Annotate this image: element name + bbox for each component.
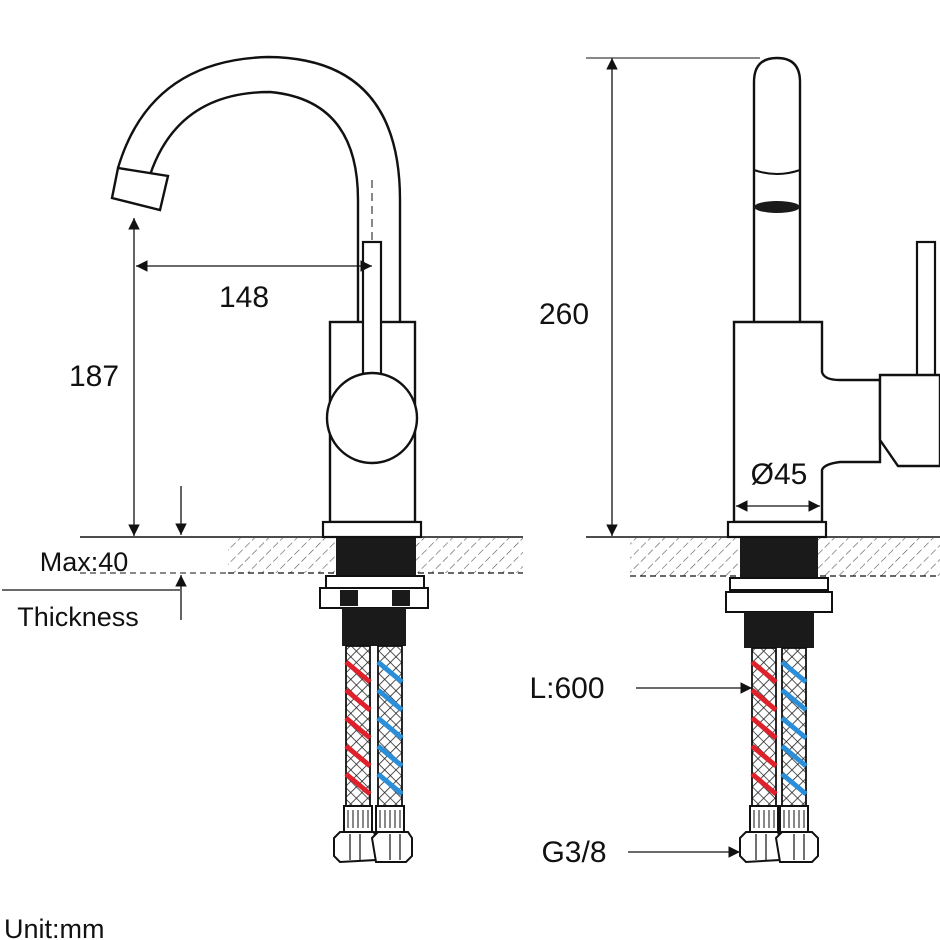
spout-height-label: 187 bbox=[69, 360, 119, 393]
reach-label: 148 bbox=[219, 281, 269, 314]
mounting-thread-side bbox=[725, 538, 833, 648]
spout-side bbox=[752, 56, 802, 322]
hoses-front bbox=[333, 645, 413, 864]
hose-length-label: L:600 bbox=[529, 672, 604, 705]
total-height-label: 260 bbox=[539, 298, 589, 331]
diameter-label: Ø45 bbox=[751, 458, 808, 491]
dimension-thickness bbox=[2, 486, 187, 620]
mounting-thread-front bbox=[319, 538, 429, 646]
unit-label: Unit:mm bbox=[4, 914, 105, 940]
body-front bbox=[321, 240, 423, 539]
body-side bbox=[726, 240, 940, 539]
hot-stripes-front bbox=[344, 660, 372, 796]
cold-stripes-side bbox=[780, 660, 808, 796]
hoses-side bbox=[739, 647, 819, 864]
cold-stripes-front bbox=[376, 660, 404, 796]
spout-front bbox=[110, 55, 402, 420]
thickness-label: Thickness bbox=[17, 602, 139, 632]
hot-stripes-side bbox=[750, 660, 778, 796]
side-view: 260 Ø45 L:600 G3/8 bbox=[529, 56, 940, 869]
max-thickness-label: Max:40 bbox=[40, 547, 129, 577]
thread-label: G3/8 bbox=[541, 836, 606, 869]
front-view: 148 187 Max:40 Thickness bbox=[2, 55, 523, 864]
countertop-front bbox=[80, 536, 523, 574]
